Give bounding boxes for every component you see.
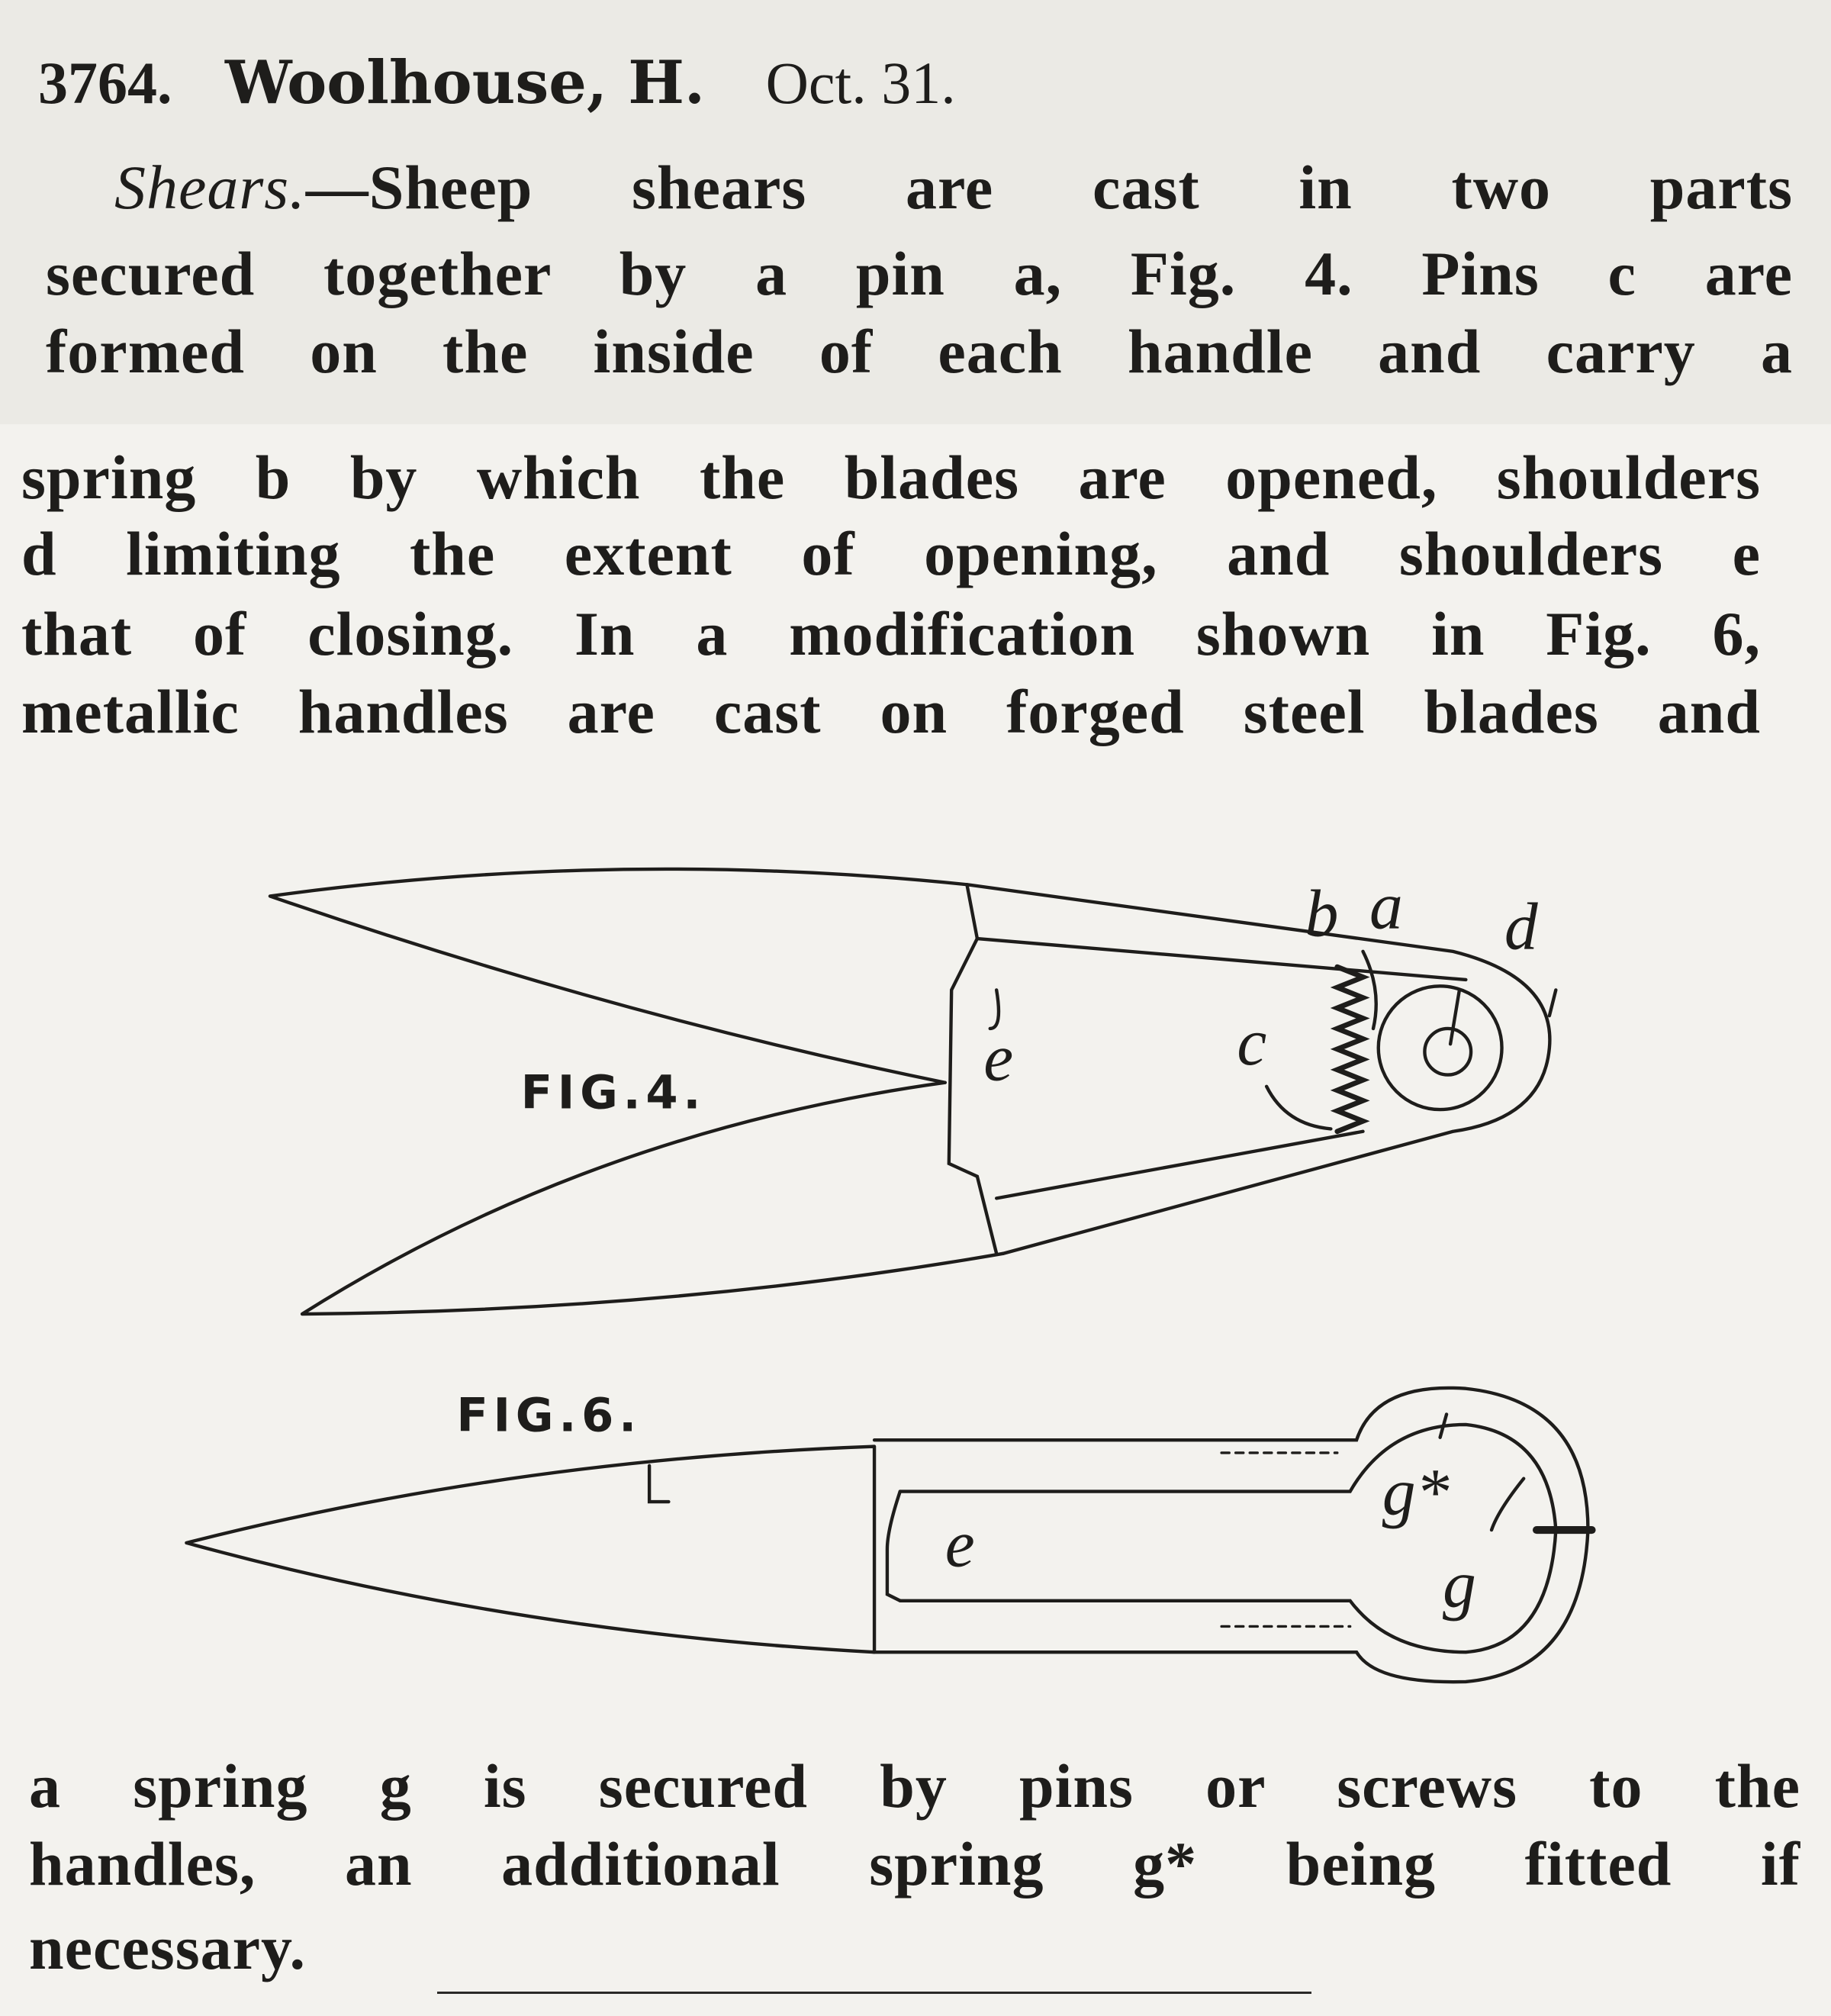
fig4-label-e: e [983,1020,1013,1094]
fig6-handles [872,1386,1590,1684]
text-line: handles, an additional spring g* being f… [29,1829,1800,1898]
fig4-label-d: d [1504,890,1539,964]
fig6-title: FIG.6. [456,1389,642,1442]
fig6-label-e: e [945,1506,975,1580]
fig4-leader-lines [988,949,1558,1131]
fig4-pin [1423,1026,1473,1077]
fig6-shoulder [885,1489,902,1602]
upper-scan-section [0,0,1831,424]
entry-header: 3764. Woolhouse, H. Oct. 31. [38,53,956,113]
text-line: secured together by a pin a, Fig. 4. Pin… [46,239,1793,308]
fig4-title: FIG.4. [521,1066,706,1119]
fig4-label-a: a [1369,869,1403,943]
fig4-label-c: c [1237,1005,1266,1079]
text-line: a spring g is secured by pins or screws … [29,1751,1800,1821]
fig4-spring [1330,964,1370,1135]
fig4-label-b: b [1305,877,1339,951]
fig4-upper-handle [965,883,1552,1256]
fig4-blade-shoulder [947,883,999,1256]
fig6-leader-lines [1438,1412,1526,1532]
fig6-blade [185,1444,877,1654]
subject-title: Shears. [114,153,306,222]
text-line: metallic handles are cast on forged stee… [21,677,1761,746]
text-line: necessary. [29,1913,306,1982]
fig4-boss [1376,984,1504,1112]
entry-number: 3764. [38,50,172,116]
fig4-inner-handle [975,936,1468,1200]
text-line: d limiting the extent of opening, and sh… [21,519,1761,588]
text-line: formed on the inside of each handle and … [46,317,1793,386]
entry-date: Oct. 31. [765,50,956,116]
fig6-drawing [185,1386,1596,1684]
fig4-upper-blade [268,867,969,1084]
text-line: spring b by which the blades are opened,… [21,443,1761,512]
inventor-name: Woolhouse, H. [225,48,706,118]
text-line: that of closing. In a modification shown… [21,599,1761,668]
fig6-label-g: g [1443,1547,1476,1621]
fig4-lower-blade [300,1080,1005,1316]
end-rule [437,1992,1311,1994]
fig6-dashed-pins [1220,1451,1352,1628]
fig6-label-g-star: g* [1382,1455,1450,1529]
fig4-drawing [268,867,1558,1316]
text-line: Shears.—Sheep shears are cast in two par… [114,153,1793,222]
